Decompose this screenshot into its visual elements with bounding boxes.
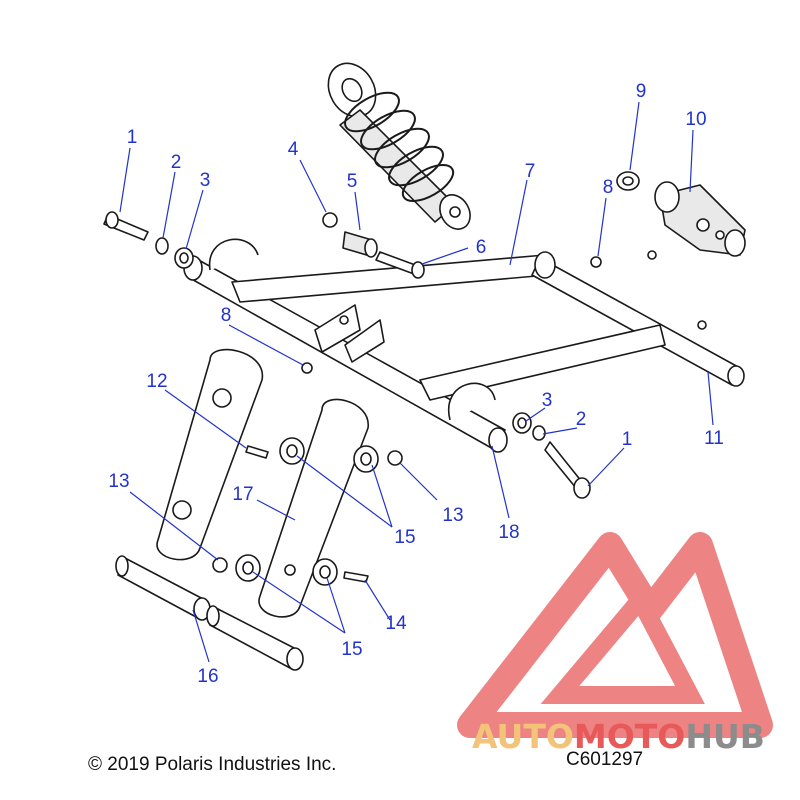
callout-label: 7 <box>525 161 536 182</box>
a-arm <box>183 238 745 453</box>
watermark-word: AUTOMOTOHUB <box>472 717 765 756</box>
link-17 <box>156 348 369 618</box>
callout-label: 15 <box>394 527 415 548</box>
mount-bracket <box>654 181 746 257</box>
grease-fitting <box>590 256 602 268</box>
bolt-12 <box>245 445 269 459</box>
bushing-16 <box>115 555 304 671</box>
callout-label: 17 <box>232 484 253 505</box>
callout-label: 10 <box>685 109 706 130</box>
callout-label: 2 <box>171 152 182 173</box>
callout-label: 1 <box>127 127 138 148</box>
callout-label: 12 <box>146 371 167 392</box>
copyright-notice: © 2019 Polaris Industries Inc. <box>88 754 336 775</box>
callout-label: 4 <box>288 139 299 160</box>
callout-label: 16 <box>197 666 218 687</box>
leader-lines <box>119 101 714 663</box>
callout-label: 3 <box>200 170 211 191</box>
right-hardware <box>512 412 591 499</box>
callout-label: 8 <box>603 177 614 198</box>
callout-label: 11 <box>704 428 724 449</box>
callout-label: 1 <box>622 429 633 450</box>
nut-13 <box>212 557 228 573</box>
callout-label: 8 <box>221 305 232 326</box>
nut-13 <box>387 450 403 466</box>
callout-label: 6 <box>476 237 487 258</box>
left-hardware <box>103 211 194 269</box>
grease-fitting <box>647 250 657 260</box>
grease-fitting <box>301 362 313 374</box>
callout-label: 15 <box>341 639 362 660</box>
callout-label: 14 <box>385 613 407 634</box>
callout-label: 3 <box>542 390 553 411</box>
callout-label: 5 <box>347 171 358 192</box>
callout-label: 9 <box>636 81 647 102</box>
figure-code: C601297 <box>566 749 643 770</box>
callout-label: 13 <box>108 471 129 492</box>
bolt-14 <box>343 571 369 583</box>
callouts: 1 2 3 4 5 6 7 8 8 9 10 11 12 13 13 14 15… <box>108 81 723 687</box>
watermark-logo <box>457 532 773 738</box>
shock-absorber <box>327 62 471 230</box>
grease-fitting <box>697 320 707 330</box>
callout-label: 2 <box>576 409 587 430</box>
callout-label: 13 <box>442 505 463 526</box>
nut-4 <box>322 212 338 228</box>
callout-label: 18 <box>498 522 519 543</box>
